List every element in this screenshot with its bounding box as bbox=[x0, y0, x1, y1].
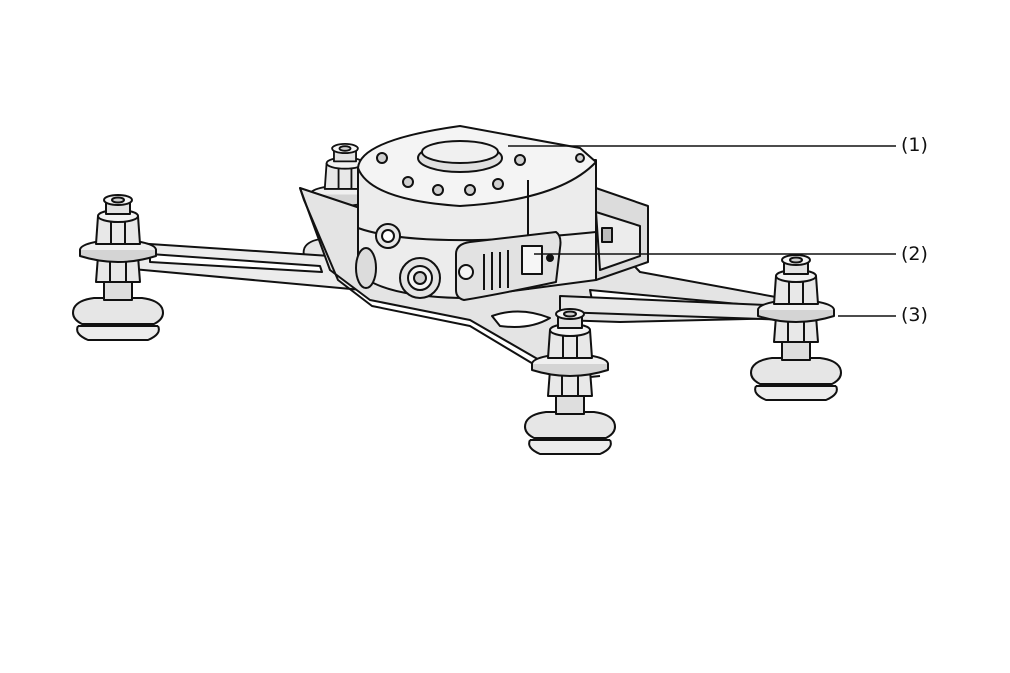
callout-label-1: (1) bbox=[901, 134, 928, 156]
suction-cup-right bbox=[750, 254, 842, 401]
callout-label-2: (2) bbox=[901, 243, 928, 265]
callout-label-3: (3) bbox=[901, 304, 928, 326]
center-housing bbox=[355, 125, 649, 301]
leader-lines bbox=[508, 145, 896, 317]
